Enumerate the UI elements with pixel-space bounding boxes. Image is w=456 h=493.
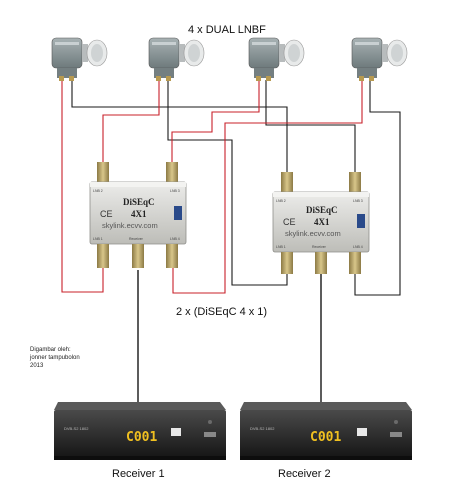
receiver-2-dvb-logo — [357, 428, 367, 436]
switch-1-brand: DiSEqC — [123, 197, 155, 207]
credit-line-3: 2013 — [30, 363, 44, 369]
switch-1-watermark: skylink.ecvv.com — [102, 221, 158, 230]
switch-1-port-receiver: Receiver — [129, 237, 144, 241]
receiver-1-usb-port — [204, 432, 216, 437]
switch-2-model: 4X1 — [314, 217, 330, 227]
switch-2-brand: DiSEqC — [306, 205, 338, 215]
receiver-2-label: Receiver 2 — [278, 468, 331, 480]
switch-2-port-receiver: Receiver — [312, 245, 327, 249]
red-wire-lnb2 — [102, 80, 160, 170]
diseqc-switch-1: DiSEqC 4X1 CE skylink.ecvv.com LNB 2 LNB… — [89, 162, 187, 268]
switch-1-model: 4X1 — [131, 209, 147, 219]
receiver-cables — [137, 270, 322, 405]
lnb-1 — [51, 37, 108, 81]
red-wire-lnb4 — [172, 80, 363, 294]
switch-1-port-lnb2: LNB 2 — [93, 189, 103, 193]
switch-2-port-lnb3: LNB 3 — [353, 199, 363, 203]
switch-1-port-lnb3: LNB 3 — [170, 189, 180, 193]
receiver-2-display: C001 — [310, 430, 341, 445]
receiver-2-model: DVB-S2 1802 — [250, 426, 275, 431]
receiver-2: C001 DVB-S2 1802 — [240, 402, 412, 460]
receiver-1: C001 DVB-S2 1802 — [54, 402, 226, 460]
black-wire-lnb1 — [71, 80, 288, 180]
lnb-2 — [148, 37, 205, 81]
receiver-1-model: DVB-S2 1802 — [64, 426, 89, 431]
receiver-1-display: C001 — [126, 430, 157, 445]
receiver-2-usb-port — [390, 432, 402, 437]
switch-2-watermark: skylink.ecvv.com — [285, 229, 341, 238]
lnb-4 — [351, 37, 408, 81]
switch-1-port-lnb1: LNB 1 — [93, 237, 103, 241]
black-wire-lnb2 — [167, 80, 288, 286]
switch-1-ce: CE — [100, 209, 113, 219]
receiver-1-label: Receiver 1 — [112, 468, 165, 480]
black-wire-lnb4 — [354, 80, 401, 296]
lnb-3 — [248, 37, 305, 81]
black-wires — [71, 80, 401, 296]
switch-1-port-lnb4: LNB 4 — [170, 237, 180, 241]
receiver-1-dvb-logo — [171, 428, 181, 436]
diseqc-caption: 2 x (DiSEqC 4 x 1) — [176, 306, 268, 318]
black-wire-lnb3 — [265, 80, 356, 180]
switch-2-port-lnb4: LNB 4 — [353, 245, 363, 249]
credit-line-2: jonner tampubolon — [30, 355, 80, 361]
switch-2-ce: CE — [283, 217, 296, 227]
switch-2-port-lnb2: LNB 2 — [276, 199, 286, 203]
credit-line-1: Digambar oleh: — [30, 347, 71, 353]
diseqc-switch-2: DiSEqC 4X1 CE skylink.ecvv.com LNB 2 LNB… — [272, 172, 370, 274]
diagram-title: 4 x DUAL LNBF — [188, 24, 266, 36]
red-wire-lnb3 — [171, 80, 260, 170]
red-wire-lnb1 — [61, 80, 104, 293]
credit-note: Digambar oleh: jonner tampubolon 2013 — [30, 346, 80, 370]
switch-2-port-lnb1: LNB 1 — [276, 245, 286, 249]
red-wires — [61, 80, 363, 294]
